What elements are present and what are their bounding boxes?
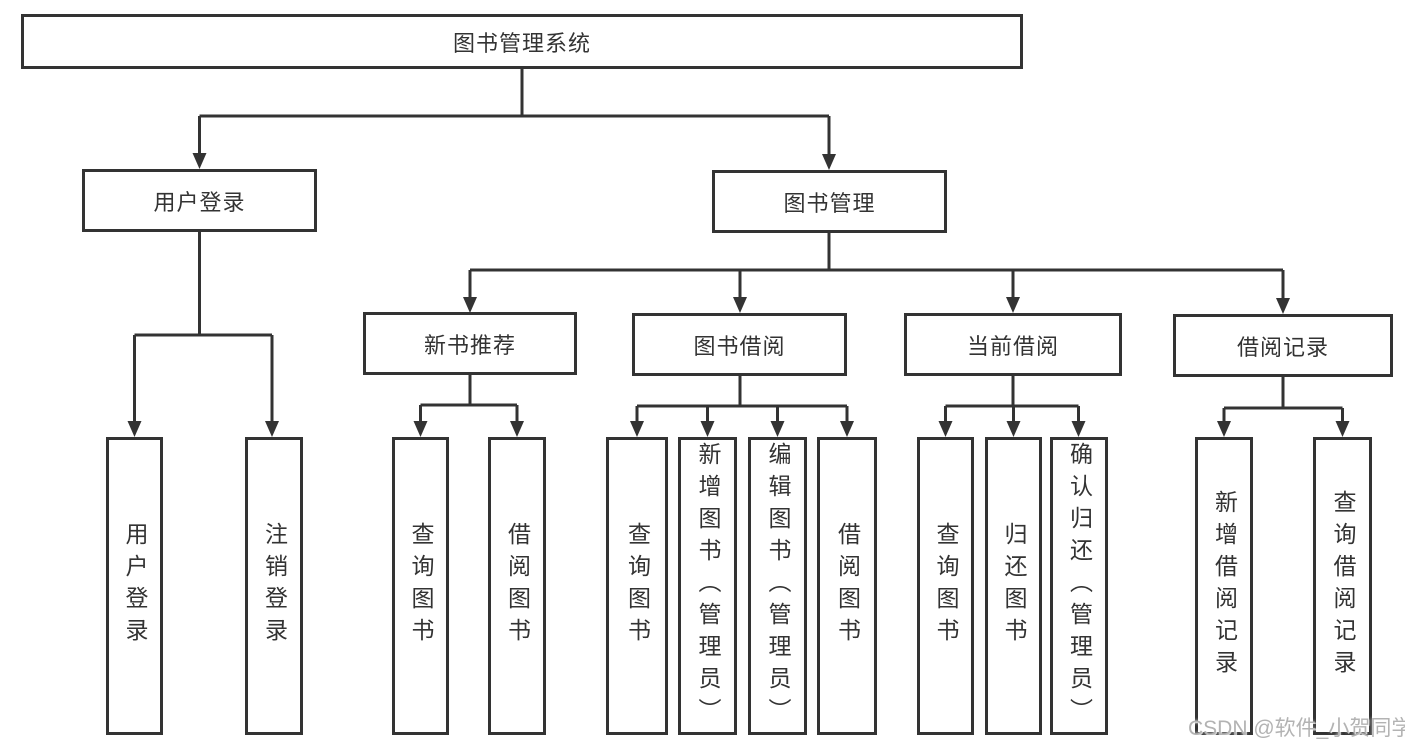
leaf-current-search-label: 查询图书 — [933, 522, 959, 650]
leaf-borrow-add: 新增图书（管理员） — [678, 437, 737, 735]
leaf-record-search-label: 查询借阅记录 — [1330, 490, 1356, 682]
leaf-borrow-borrow-label: 借阅图书 — [834, 522, 861, 650]
arrowhead — [265, 421, 279, 437]
arrowhead — [1006, 421, 1021, 437]
arrowhead — [733, 297, 747, 313]
leaf-newbook-search: 查询图书 — [392, 437, 449, 735]
leaf-current-return-label: 归还图书 — [1001, 522, 1027, 650]
arrowhead — [1335, 421, 1350, 437]
leaf-user-login-label: 用户登录 — [122, 522, 148, 650]
leaf-newbook-borrow: 借阅图书 — [488, 437, 546, 735]
node-borrow-records: 借阅记录 — [1173, 314, 1393, 377]
leaf-borrow-add-label: 新增图书（管理员） — [695, 442, 721, 730]
arrowhead — [463, 297, 477, 313]
node-current-borrow: 当前借阅 — [904, 313, 1122, 376]
leaf-current-confirm-label: 确认归还（管理员） — [1066, 442, 1093, 730]
watermark: CSDN @软件_小贺同学 — [1188, 717, 1405, 740]
node-new-book-rec: 新书推荐 — [363, 312, 577, 375]
arrowhead — [413, 421, 428, 437]
leaf-logout: 注销登录 — [245, 437, 303, 735]
arrowhead — [700, 421, 715, 437]
node-book-mgmt: 图书管理 — [712, 170, 947, 233]
leaf-borrow-borrow: 借阅图书 — [817, 437, 877, 735]
leaf-borrow-search: 查询图书 — [606, 437, 668, 735]
node-root: 图书管理系统 — [21, 14, 1023, 69]
node-book-borrow: 图书借阅 — [632, 313, 847, 376]
leaf-record-add: 新增借阅记录 — [1195, 437, 1253, 735]
node-borrow-records-label: 借阅记录 — [1236, 334, 1329, 360]
leaf-record-add-label: 新增借阅记录 — [1211, 490, 1238, 682]
arrowhead — [510, 421, 524, 437]
leaf-record-search: 查询借阅记录 — [1313, 437, 1372, 735]
leaf-borrow-search-label: 查询图书 — [624, 522, 651, 650]
arrowhead — [1006, 297, 1020, 313]
arrowhead — [1217, 421, 1231, 437]
arrowhead — [127, 421, 142, 437]
arrowhead — [822, 154, 836, 170]
leaf-borrow-edit: 编辑图书（管理员） — [748, 437, 807, 735]
leaf-newbook-borrow-label: 借阅图书 — [504, 522, 531, 650]
leaf-borrow-edit-label: 编辑图书（管理员） — [765, 442, 791, 730]
leaf-logout-label: 注销登录 — [261, 522, 288, 650]
arrowhead — [938, 421, 953, 437]
node-current-borrow-label: 当前借阅 — [966, 333, 1059, 359]
leaf-current-return: 归还图书 — [985, 437, 1042, 735]
arrowhead — [840, 421, 854, 437]
node-new-book-rec-label: 新书推荐 — [423, 332, 516, 358]
leaf-user-login: 用户登录 — [106, 437, 163, 735]
node-user-login-label: 用户登录 — [153, 189, 246, 215]
node-user-login: 用户登录 — [82, 169, 317, 232]
node-book-borrow-label: 图书借阅 — [693, 333, 786, 359]
arrowhead — [1071, 421, 1086, 437]
leaf-current-confirm: 确认归还（管理员） — [1050, 437, 1108, 735]
node-book-mgmt-label: 图书管理 — [783, 190, 876, 216]
arrowhead — [1276, 298, 1290, 314]
leaf-current-search: 查询图书 — [917, 437, 974, 735]
leaf-newbook-search-label: 查询图书 — [408, 522, 434, 650]
arrowhead — [770, 421, 785, 437]
arrowhead — [192, 153, 207, 169]
arrowhead — [630, 421, 644, 437]
node-root-label: 图书管理系统 — [452, 30, 591, 56]
